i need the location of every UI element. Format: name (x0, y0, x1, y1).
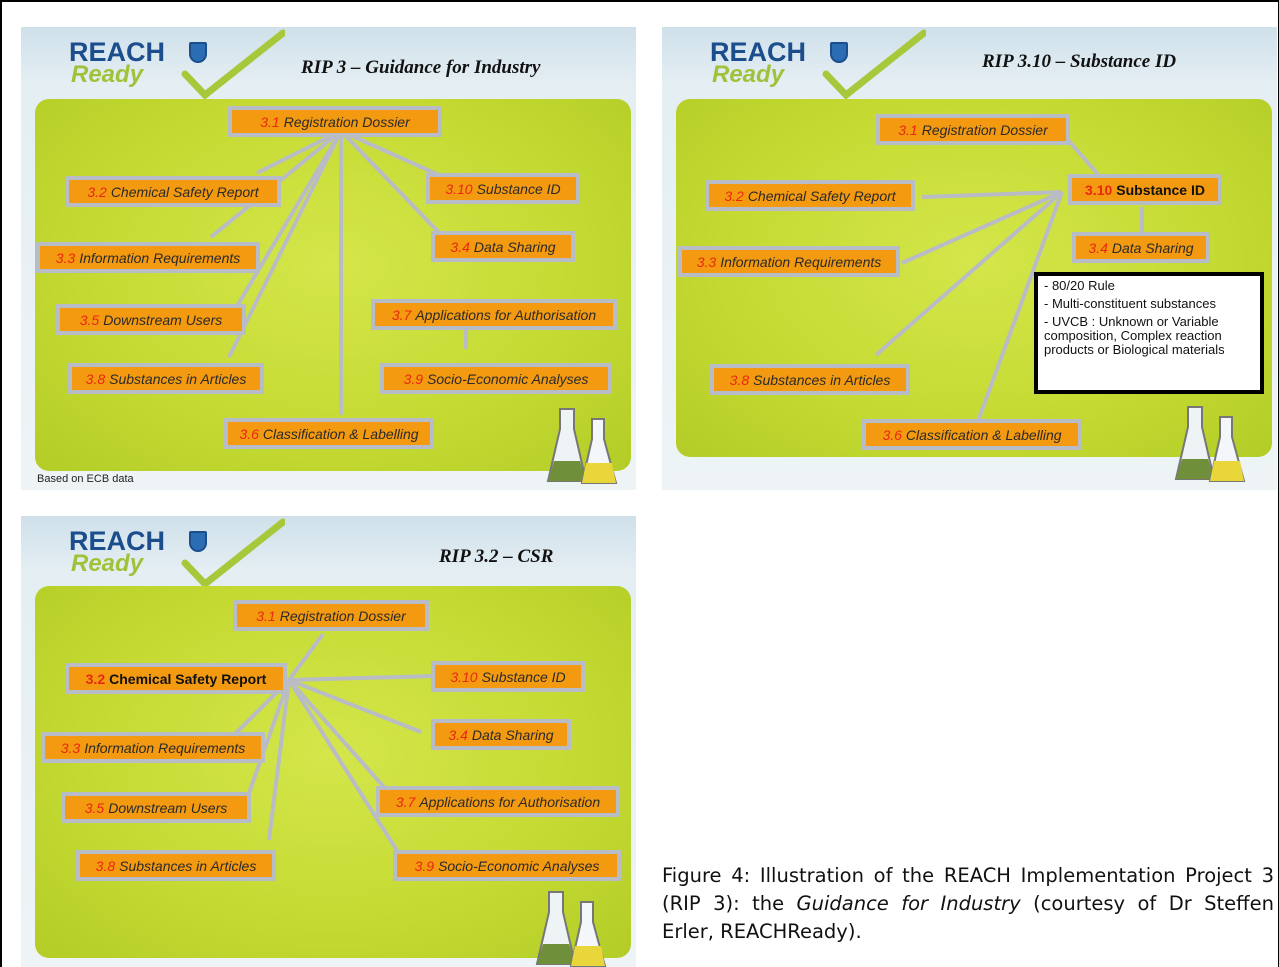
flask-icon (546, 408, 618, 484)
slide-title: RIP 3 – Guidance for Industry (301, 57, 541, 78)
reach-ready-logo: REACH Ready (69, 29, 285, 107)
shield-icon (189, 531, 207, 552)
footnote: Based on ECB data (37, 473, 134, 485)
checkmark-icon (181, 29, 285, 100)
reach-ready-logo: REACH Ready (69, 518, 285, 596)
info-line: - 80/20 Rule (1044, 278, 1115, 293)
caption-italic: Guidance for Industry (796, 892, 1021, 915)
green-panel (35, 586, 631, 958)
slide-rip3-guidance: REACH Ready RIP 3 – Guidance for Industr… (21, 27, 636, 490)
substance-id-info-box: - 80/20 Rule - Multi-constituent substan… (1034, 272, 1264, 394)
info-line: - UVCB : Unknown or Variable composition… (1044, 314, 1225, 357)
flask-icon (535, 891, 607, 967)
flask-icon (1174, 406, 1246, 482)
info-line: - Multi-constituent substances (1044, 296, 1216, 311)
reach-ready-logo: REACH Ready (710, 29, 926, 107)
slide-title: RIP 3.10 – Substance ID (982, 51, 1177, 72)
connector-arrows (215, 632, 434, 862)
shield-icon (830, 42, 848, 63)
green-panel (35, 99, 631, 471)
checkmark-icon (822, 29, 926, 100)
checkmark-icon (181, 518, 285, 589)
figure-caption: Figure 4: Illustration of the REACH Impl… (662, 864, 1274, 943)
slide-title: RIP 3.2 – CSR (439, 546, 554, 567)
shield-icon (189, 42, 207, 63)
connector-arrows (874, 131, 1144, 422)
